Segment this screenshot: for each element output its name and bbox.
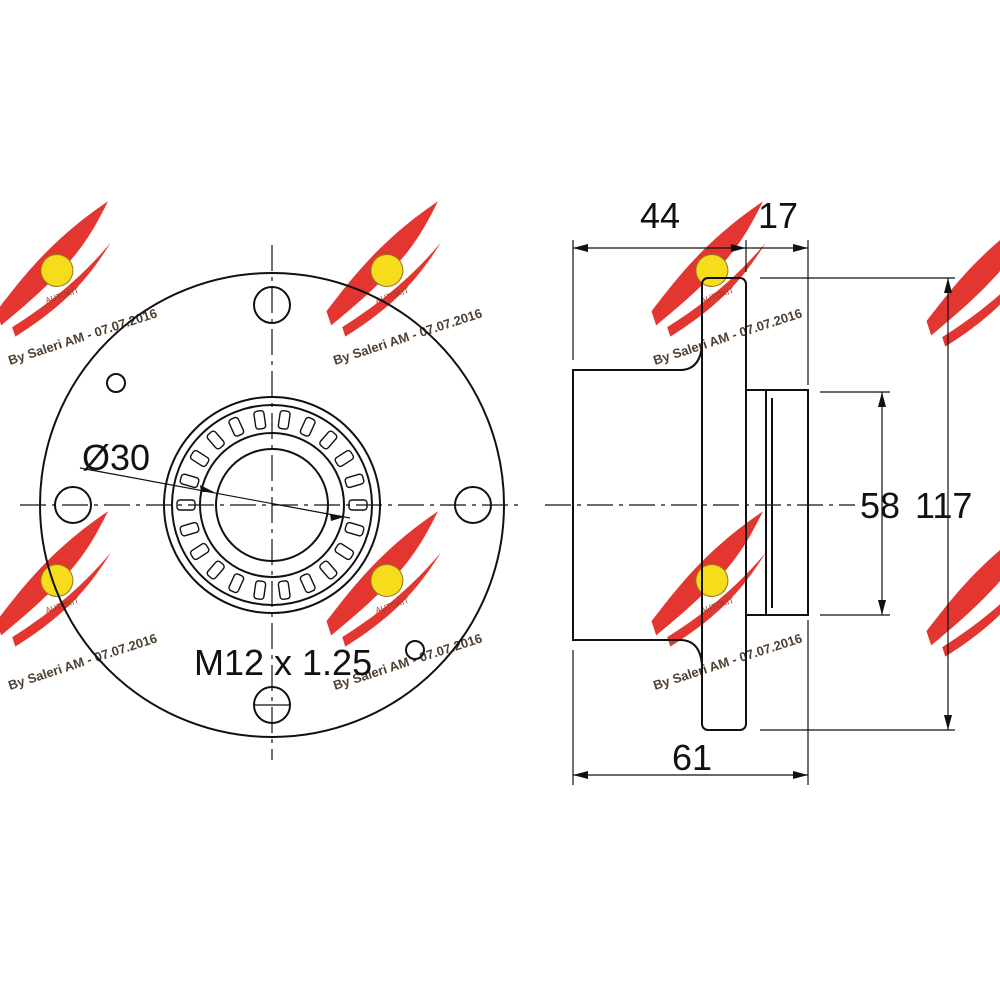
bearing-roller: [277, 580, 291, 601]
bore-leader-line: [79, 467, 351, 519]
watermark-logo: AUTOKIT: [0, 511, 111, 647]
arrow-head: [330, 514, 344, 521]
pilot-hole: [405, 640, 425, 660]
flange-diameter-label: 117: [915, 485, 972, 526]
bearing-outer-ring: [163, 396, 381, 614]
bolt-hole: [454, 486, 492, 524]
watermark-text: By Saleri AM - 07.07.2016: [6, 306, 159, 368]
watermark-logo: AUTOKIT: [651, 511, 766, 647]
svg-text:AUTOKIT: AUTOKIT: [374, 596, 410, 615]
bearing-roller: [189, 449, 210, 468]
svg-text:AUTOKIT: AUTOKIT: [699, 596, 735, 615]
bearing-roller: [179, 473, 200, 489]
bearing-roller: [228, 573, 245, 594]
watermark-text: By Saleri AM - 07.07.2016: [651, 306, 804, 368]
svg-text:AUTOKIT: AUTOKIT: [699, 286, 735, 305]
svg-text:AUTOKIT: AUTOKIT: [44, 286, 80, 305]
bearing-roller: [319, 560, 338, 580]
arrow-head: [878, 392, 886, 407]
watermark-logo: [926, 521, 1000, 657]
bearing-inner-race: [199, 432, 345, 578]
flange-offset-label: 44: [640, 195, 680, 236]
total-width-label: 61: [672, 737, 712, 778]
bearing-roller: [319, 430, 338, 450]
watermark-logo: [926, 211, 1000, 347]
bearing-roller: [348, 499, 368, 511]
arrow-head: [944, 278, 952, 293]
bearing-roller: [253, 409, 267, 430]
svg-text:AUTOKIT: AUTOKIT: [374, 286, 410, 305]
bearing-roller: [334, 449, 355, 468]
pilot-spigot: [746, 389, 809, 616]
pilot-diameter-label: 58: [860, 485, 900, 526]
arrow-head: [878, 600, 886, 615]
bearing-roller: [179, 521, 200, 537]
bearing-roller: [206, 560, 225, 580]
arrow-head: [200, 485, 214, 492]
bearing-roller: [299, 573, 316, 594]
flange-thickness-label: 17: [758, 195, 798, 236]
bearing-roller: [334, 542, 355, 561]
arrow-head: [731, 244, 746, 252]
bearing-rollers: [176, 409, 368, 601]
bearing-roller: [176, 499, 196, 511]
bearing-roller: [206, 430, 225, 450]
arrow-head: [793, 771, 808, 779]
arrow-head: [573, 244, 588, 252]
bore-diameter-label: Ø30: [82, 437, 150, 478]
bolt-thread-label: M12 x 1.25: [194, 642, 372, 683]
bolt-hole: [54, 486, 92, 524]
bearing-roller: [299, 416, 316, 437]
bearing-roller: [189, 542, 210, 561]
flange-outline: [39, 272, 505, 738]
bearing-roller: [277, 409, 291, 430]
front-view: Ø30 M12 x 1.25: [20, 245, 520, 760]
watermark-logo: AUTOKIT: [0, 201, 111, 337]
bearing-roller: [344, 473, 365, 489]
bearing-roller: [253, 580, 267, 601]
bearing-outer-race: [171, 404, 373, 606]
watermark-logo: AUTOKIT: [326, 511, 441, 647]
bearing-roller: [344, 521, 365, 537]
bore-circle: [215, 448, 329, 562]
pilot-hole: [106, 373, 126, 393]
bearing-roller: [228, 416, 245, 437]
arrow-head: [944, 715, 952, 730]
bolt-hole: [253, 286, 291, 324]
arrow-head: [573, 771, 588, 779]
arrow-head: [793, 244, 808, 252]
side-view: 44 17 61 58 117: [545, 195, 972, 785]
watermark-text: By Saleri AM - 07.07.2016: [331, 306, 484, 368]
flange-side: [701, 277, 747, 731]
